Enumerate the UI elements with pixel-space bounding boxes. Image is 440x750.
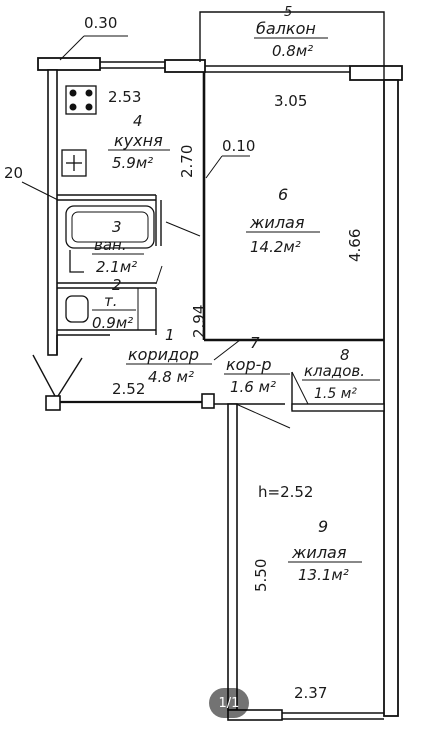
room-bath-number: 3 — [112, 218, 122, 236]
bathtub-icon — [65, 205, 155, 249]
balcony-outline — [199, 11, 385, 80]
fixtures — [61, 85, 309, 429]
page-indicator: 1/1 — [209, 688, 249, 718]
room-balcony-area: 0.8м² — [272, 42, 313, 60]
wall-right — [383, 79, 399, 717]
room-kitchen-name: кухня — [114, 131, 163, 150]
room-bath-name: ван. — [94, 236, 127, 254]
ceiling-height: h=2.52 — [258, 483, 313, 501]
room-kitchen-area: 5.9м² — [112, 154, 153, 172]
toilet-icon — [65, 295, 89, 323]
wall-top-mid — [164, 59, 206, 73]
room-8-area: 1.5 м² — [314, 386, 357, 402]
room-bath-area: 2.1м² — [96, 258, 137, 276]
room-corridor-area: 4.8 м² — [148, 368, 194, 386]
room-balcony-name: балкон — [256, 19, 316, 38]
room-7-number: 7 — [250, 334, 260, 352]
dimension-labels: 0.30 2.53 2.70 20 0.10 3.05 4.66 2.94 2.… — [4, 14, 364, 702]
room-6-number: 6 — [278, 185, 288, 204]
stove-icon — [65, 85, 97, 115]
dim-top-wall: 0.30 — [84, 14, 117, 32]
room-kitchen-number: 4 — [133, 112, 143, 130]
leaders — [21, 35, 250, 201]
dim-kitchen-length: 2.70 — [178, 145, 196, 178]
room-6-name: жилая — [249, 213, 305, 232]
dim-room9-width: 2.37 — [294, 684, 327, 702]
room-wc-number: 2 — [112, 276, 122, 294]
room-7-name: кор-р — [226, 355, 272, 374]
dim-room6-width: 3.05 — [274, 92, 307, 110]
room-wc-name: т. — [104, 292, 118, 310]
room-8-name: кладов. — [304, 362, 365, 380]
wall-room9-left — [227, 403, 238, 711]
room-balcony-number: 5 — [284, 5, 292, 20]
room-wc-area: 0.9м² — [92, 314, 133, 332]
wall-top-left — [37, 57, 101, 71]
dim-corridor-width: 2.52 — [112, 380, 145, 398]
wall-top-right — [349, 65, 403, 81]
dim-interior-wall: 0.10 — [222, 137, 255, 155]
dim-room6-length: 4.66 — [346, 229, 364, 262]
room-9-number: 9 — [318, 517, 328, 536]
washbasin-icon — [69, 250, 84, 273]
room-8-number: 8 — [340, 346, 350, 364]
wall-left — [47, 69, 58, 356]
room-labels: 5 балкон 0.8м² 4 кухня 5.9м² 3 ван. 2.1м… — [92, 5, 380, 584]
dim-kitchen-width: 2.53 — [108, 88, 141, 106]
wall-storage-bottom — [291, 403, 385, 412]
dim-corridor-length: 2.94 — [190, 305, 208, 338]
room-corridor-name: коридор — [128, 345, 199, 364]
walls — [32, 11, 403, 721]
dim-left-wall: 20 — [4, 164, 23, 182]
room-corridor-number: 1 — [165, 326, 175, 344]
room-9-name: жилая — [291, 543, 347, 562]
dim-room9-length: 5.50 — [252, 559, 270, 592]
wall-entrance — [45, 395, 61, 411]
room-9-area: 13.1м² — [298, 566, 349, 584]
room-7-area: 1.6 м² — [230, 378, 276, 396]
room-6-area: 14.2м² — [250, 238, 301, 256]
